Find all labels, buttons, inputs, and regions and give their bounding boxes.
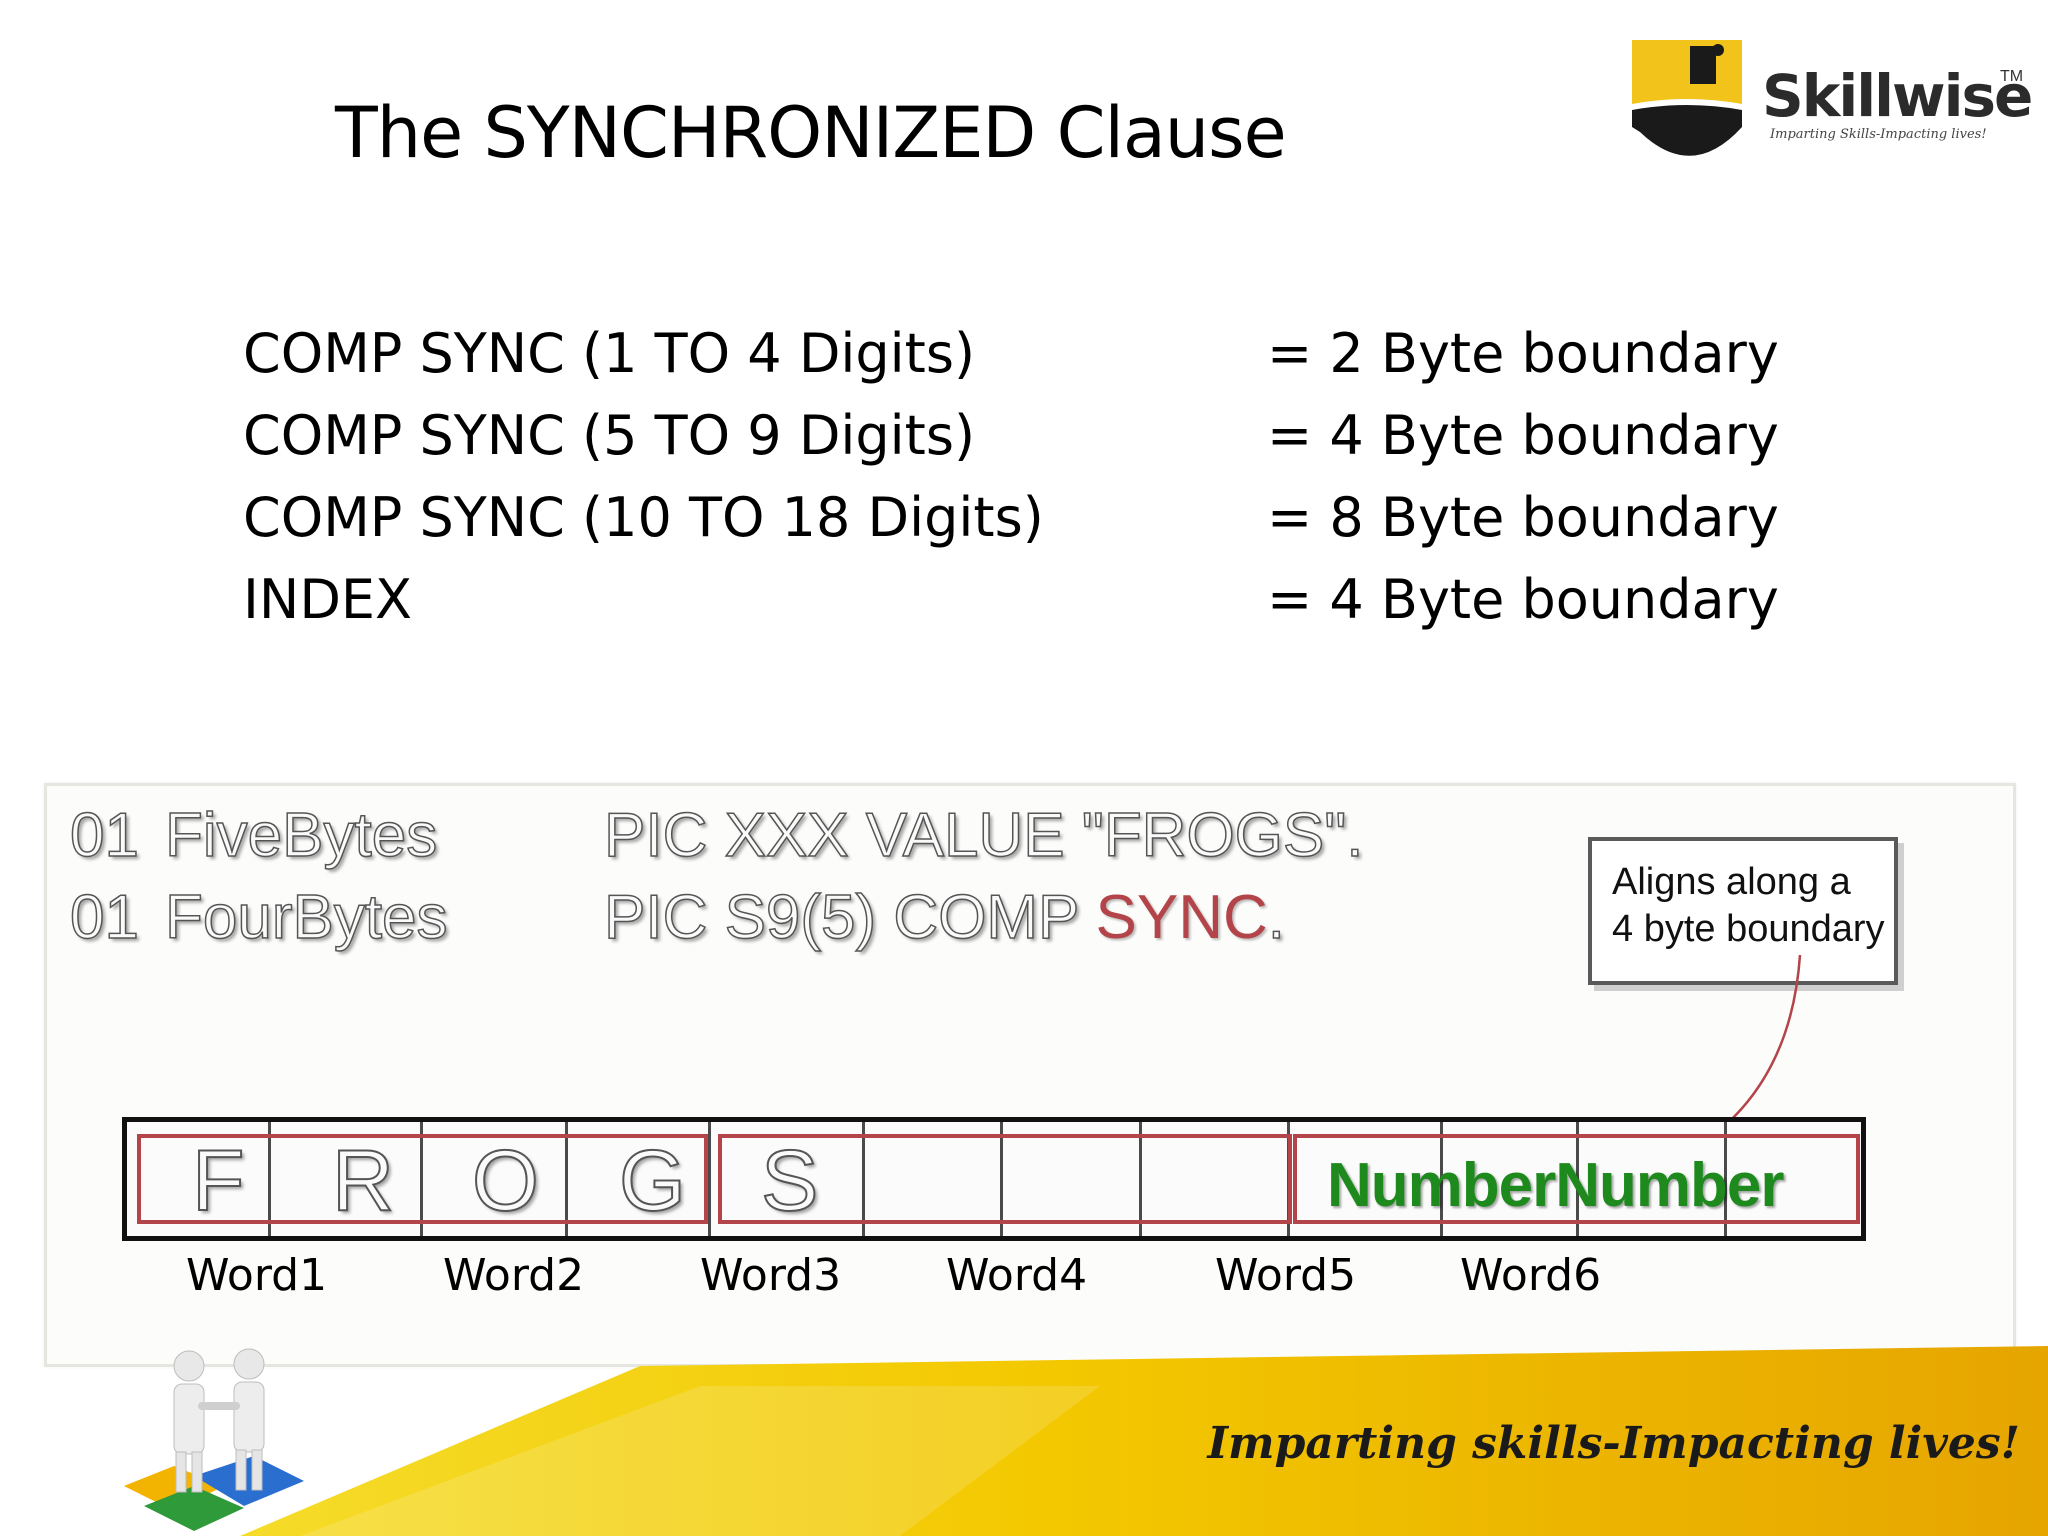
- fourbytes-number-box: [1293, 1134, 1860, 1224]
- shield-icon: [1632, 40, 1742, 156]
- code-line2-level: 01: [69, 882, 139, 953]
- byte-divider: [420, 1122, 423, 1236]
- memory-strip: F R O G S NumberNumber: [122, 1117, 1866, 1241]
- rule-boundary: = 4 Byte boundary: [1267, 404, 1779, 467]
- footer-band: [240, 1346, 2048, 1536]
- word-label: Word1: [186, 1250, 328, 1301]
- rule-row: COMP SYNC (10 TO 18 Digits) = 8 Byte bou…: [243, 486, 1803, 568]
- rule-row: INDEX = 4 Byte boundary: [243, 568, 1803, 650]
- skillwise-logo: Skillwise TM Imparting Skills-Impacting …: [1622, 32, 2033, 172]
- code-line1-clause: PIC XXX VALUE "FROGS".: [603, 800, 1364, 871]
- code-line2-post: .: [1267, 882, 1286, 953]
- byte-divider: [1724, 1122, 1727, 1236]
- byte-letter: G: [618, 1132, 687, 1230]
- word-label: Word3: [700, 1250, 842, 1301]
- logo-brand: Skillwise: [1762, 62, 2033, 130]
- byte-letter: O: [471, 1132, 540, 1230]
- rule-item: COMP SYNC (1 TO 4 Digits): [243, 322, 976, 385]
- rule-item: COMP SYNC (10 TO 18 Digits): [243, 486, 1044, 549]
- byte-divider: [268, 1122, 271, 1236]
- footer-slogan: Imparting skills-Impacting lives!: [1207, 1418, 2020, 1469]
- byte-divider: [1576, 1122, 1579, 1236]
- byte-divider: [565, 1122, 568, 1236]
- callout-line1: Aligns along a: [1612, 861, 1851, 903]
- byte-divider: [1139, 1122, 1142, 1236]
- word-label: Word2: [443, 1250, 585, 1301]
- code-line1-level: 01: [69, 800, 139, 871]
- byte-letter: S: [760, 1132, 819, 1230]
- byte-divider: [1440, 1122, 1443, 1236]
- handshake-puzzle-icon: [124, 1348, 304, 1531]
- rule-boundary: = 4 Byte boundary: [1267, 568, 1779, 631]
- rule-row: COMP SYNC (5 TO 9 Digits) = 4 Byte bound…: [243, 404, 1803, 486]
- rule-boundary: = 2 Byte boundary: [1267, 322, 1779, 385]
- byte-divider: [862, 1122, 865, 1236]
- sync-keyword: SYNC: [1095, 883, 1268, 952]
- rule-row: COMP SYNC (1 TO 4 Digits) = 2 Byte bound…: [243, 322, 1803, 404]
- byte-divider: [708, 1122, 711, 1236]
- sync-rules-list: COMP SYNC (1 TO 4 Digits) = 2 Byte bound…: [243, 322, 1803, 650]
- byte-letter: R: [331, 1132, 395, 1230]
- code-line2-pre: PIC S9(5) COMP: [603, 882, 1096, 953]
- rule-boundary: = 8 Byte boundary: [1267, 486, 1779, 549]
- code-line2-clause: PIC S9(5) COMP SYNC.: [603, 882, 1286, 953]
- word-label: Word6: [1460, 1250, 1602, 1301]
- callout-line2: 4 byte boundary: [1612, 908, 1885, 950]
- logo-tagline: Imparting Skills-Impacting lives!: [1770, 127, 1987, 142]
- fivebytes-group-box: [137, 1134, 708, 1224]
- byte-divider: [1000, 1122, 1003, 1236]
- rule-item: COMP SYNC (5 TO 9 Digits): [243, 404, 976, 467]
- fivebytes-padding-box: [718, 1134, 1292, 1224]
- code-line2-name: FourBytes: [164, 882, 448, 953]
- slide-title: The SYNCHRONIZED Clause: [335, 92, 1287, 174]
- logo-trademark: TM: [2000, 68, 2024, 85]
- rule-item: INDEX: [243, 568, 413, 631]
- byte-letter: F: [191, 1132, 246, 1230]
- alignment-callout: Aligns along a 4 byte boundary: [1588, 837, 1898, 985]
- code-line1-name: FiveBytes: [164, 800, 438, 871]
- number-field: NumberNumber: [1327, 1151, 1785, 1220]
- word-label: Word4: [946, 1250, 1088, 1301]
- word-label: Word5: [1215, 1250, 1357, 1301]
